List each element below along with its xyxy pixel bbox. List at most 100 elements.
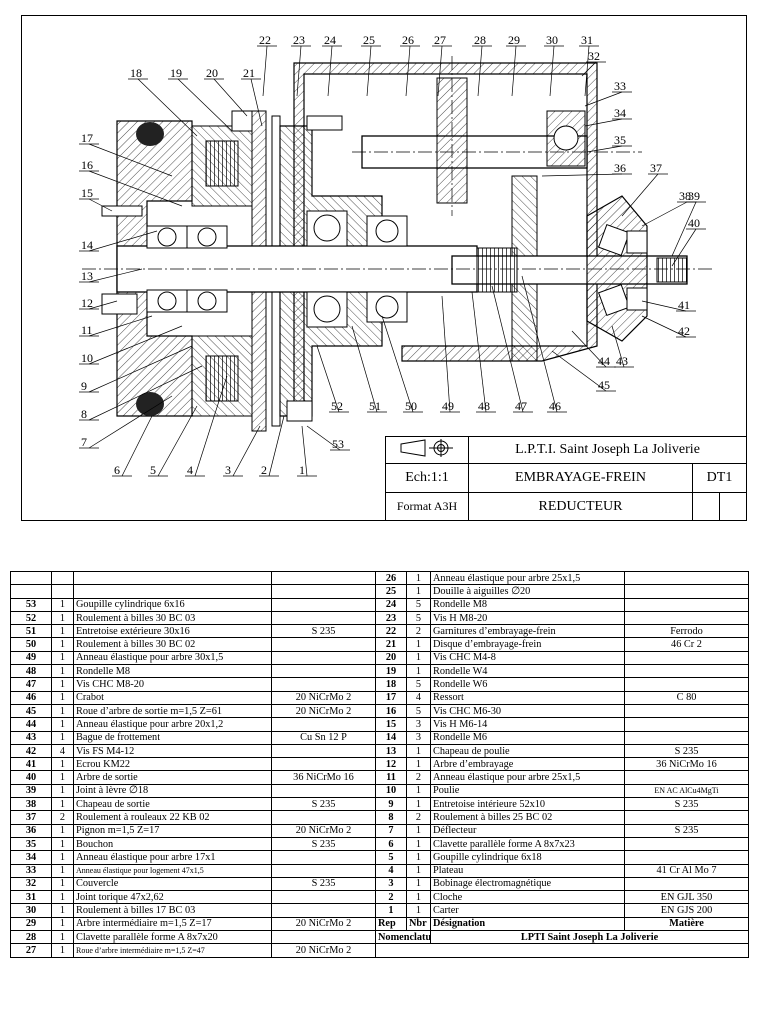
material-cell [271, 757, 376, 772]
material-cell [271, 664, 376, 679]
material-cell [271, 637, 376, 652]
callout-leader [621, 173, 659, 217]
material-cell [624, 610, 749, 626]
material-cell [271, 890, 376, 905]
material-cell [624, 730, 749, 745]
material-cell [624, 584, 749, 599]
callout-leader [88, 143, 173, 177]
nbr-cell: 1 [406, 783, 431, 799]
material-cell: S 235 [271, 624, 376, 639]
rep-cell: 32 [10, 876, 52, 892]
rep-cell: 13 [375, 743, 407, 759]
callout-leader [296, 45, 302, 97]
nbr-cell: 2 [51, 810, 74, 825]
callout-leader [584, 91, 623, 107]
material-cell [624, 677, 749, 692]
material-cell: S 235 [271, 836, 376, 852]
nbr-cell: 1 [406, 584, 431, 599]
rep-cell: 34 [10, 850, 52, 865]
nbr-cell: 1 [406, 890, 431, 905]
blank-cell-a [692, 492, 720, 521]
nbr-cell: 1 [51, 863, 74, 878]
rep-cell: 52 [10, 610, 52, 626]
rep-cell: 7 [375, 823, 407, 838]
callout-leader [521, 275, 558, 413]
designation-cell: Ressort [430, 690, 625, 705]
nbr-cell: 1 [51, 664, 74, 679]
rep-cell: 29 [10, 916, 52, 932]
nbr-cell: 5 [406, 677, 431, 692]
designation-cell: Cloche [430, 890, 625, 905]
rep-cell: 10 [375, 783, 407, 799]
callout-label: 30 [546, 33, 558, 47]
designation-cell: Vis H M8-20 [430, 610, 625, 626]
designation-cell: Vis CHC M4-8 [430, 650, 625, 666]
blank-cell-b [719, 492, 747, 521]
material-cell [271, 903, 376, 918]
school-name: L.P.T.I. Saint Joseph La Joliverie [468, 436, 747, 464]
material-cell [271, 570, 376, 586]
nbr-cell: 1 [51, 650, 74, 666]
designation-cell: Goupille cylindrique 6x18 [430, 850, 625, 865]
designation-cell: Rondelle W6 [430, 677, 625, 692]
designation-cell: Pignon m=1,5 Z=17 [73, 823, 272, 838]
title-line-2: REDUCTEUR [468, 492, 693, 521]
designation-cell: Roue d’arbre de sortie m=1,5 Z=61 [73, 703, 272, 719]
nbr-cell [51, 570, 74, 586]
rep-cell: 33 [10, 863, 52, 878]
nbr-cell: 1 [406, 743, 431, 759]
callout-leader [584, 118, 623, 127]
callout-label: 6 [114, 463, 120, 477]
rep-cell: 47 [10, 677, 52, 692]
nbr-cell: 1 [51, 610, 74, 626]
designation-cell: Entretoise extérieure 30x16 [73, 624, 272, 639]
material-cell: 20 NiCrMo 2 [271, 916, 376, 932]
material-cell: EN GJL 350 [624, 890, 749, 905]
callout-leader [301, 425, 308, 477]
nbr-cell: 1 [406, 757, 431, 772]
material-cell [624, 703, 749, 719]
title-line-1: EMBRAYAGE-FREIN [468, 463, 693, 493]
rep-cell: 51 [10, 624, 52, 639]
callout-leader [88, 365, 203, 421]
rep-cell: 40 [10, 770, 52, 785]
rep-cell: 31 [10, 890, 52, 905]
designation-cell: Roulement à billes 25 BC 02 [430, 810, 625, 825]
material-cell [624, 717, 749, 732]
callout-label: 48 [478, 399, 490, 413]
rep-cell [10, 570, 52, 586]
projection-icon [400, 438, 453, 457]
callout-leader [477, 45, 483, 97]
rep-cell: 42 [10, 743, 52, 759]
material-cell [624, 664, 749, 679]
callout-leader [571, 330, 607, 368]
callout-leader [306, 425, 341, 451]
rep-cell: 9 [375, 797, 407, 812]
callout-label: 18 [130, 66, 142, 80]
callout-leader [213, 78, 248, 117]
rep-cell: 44 [10, 717, 52, 732]
material-cell: S 235 [624, 797, 749, 812]
callout-label: 24 [324, 33, 336, 47]
rep-cell: 18 [375, 677, 407, 692]
callout-leader [250, 78, 263, 127]
callout-label: 23 [293, 33, 305, 47]
material-cell [624, 770, 749, 785]
nbr-cell: 1 [51, 624, 74, 639]
nbr-cell: 1 [406, 850, 431, 865]
nbr-cell: 1 [406, 836, 431, 852]
callout-label: 35 [614, 133, 626, 147]
callout-label: 2 [261, 463, 267, 477]
